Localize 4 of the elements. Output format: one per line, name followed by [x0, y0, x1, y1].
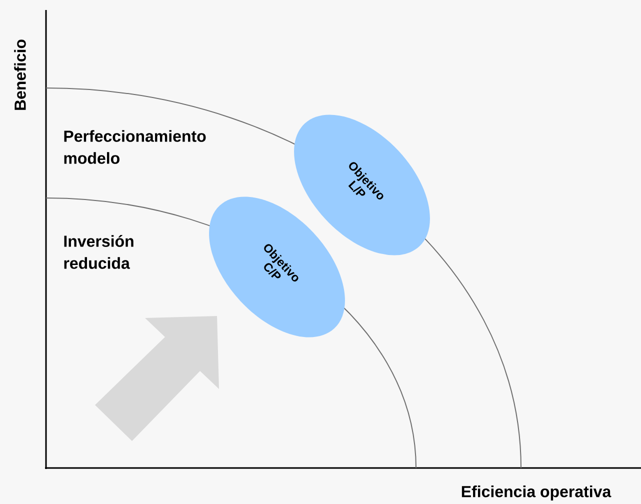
axis-label: Eficiencia operativa — [462, 486, 612, 500]
region-label: Inversión reducida — [64, 235, 134, 269]
region-label: Perfeccionamiento modelo — [64, 130, 206, 164]
axis-label: Beneficio — [14, 40, 26, 110]
